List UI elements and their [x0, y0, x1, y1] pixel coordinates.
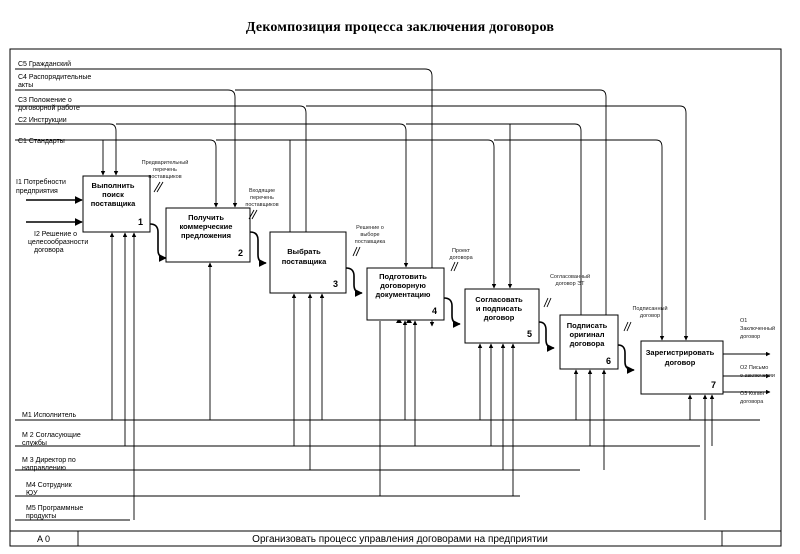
activity-2-number: 2: [238, 248, 243, 258]
control-c1-label: C1 Стандарты: [18, 138, 65, 145]
input-i2-label-2: целесообразности: [28, 238, 88, 246]
control-c3-label-1: C3 Положение о: [18, 97, 72, 104]
arrow-label-6-line-1: Подписанный: [632, 305, 667, 312]
activity-6-label-3: договора: [570, 339, 606, 348]
arrow-label-3-line-3: поставщика: [355, 239, 386, 245]
control-c2-label: C2 Инструкции: [18, 117, 67, 124]
mechanism-m3-label-2: направлению: [22, 465, 66, 472]
arrow-label-4-line-2: договора: [449, 255, 473, 261]
activity-6-label-2: оригинал: [570, 330, 605, 339]
mechanism-m2-label-2: службы: [22, 439, 47, 447]
mechanism-m2-label-1: M 2 Согласующие: [22, 432, 81, 439]
footer-node-number: A 0: [37, 534, 50, 544]
output-o1-line-3: договор: [740, 334, 760, 340]
activity-3-number: 3: [333, 279, 338, 289]
activity-4-label-2: договорную: [380, 281, 426, 290]
flow-lines: [149, 223, 771, 395]
input-i2-label-1: I2 Решение о: [34, 231, 77, 238]
activity-7-label-2: договор: [665, 358, 696, 367]
output-o2-line-1: O2 Письмо: [740, 365, 768, 371]
input-labels: I1 Потребности предприятия I2 Решение о …: [16, 178, 88, 254]
mechanism-lines: [15, 232, 760, 521]
activity-4-label-1: Подготовить: [379, 272, 427, 281]
control-c3-label-2: договорной работе: [18, 104, 80, 112]
arrow-label-1-line-2: перечень: [153, 167, 177, 173]
activity-7-label-1: Зарегистрировать: [646, 348, 715, 357]
control-c4-label-2: акты: [18, 82, 33, 89]
mechanism-m5-label-2: продукты: [26, 513, 56, 520]
activity-3-label-2: поставщика: [282, 257, 327, 266]
activity-7-number: 7: [711, 380, 716, 390]
activity-2-label-3: предложения: [181, 231, 231, 240]
activity-6-label-1: Подписать: [567, 321, 608, 330]
footer-title: Организовать процесс управления договора…: [252, 534, 548, 545]
activity-1-label-3: поставщика: [91, 199, 136, 208]
activity-2-label-1: Получить: [188, 213, 224, 222]
activity-box-6[interactable]: Подписать оригинал договора 6: [559, 314, 619, 370]
output-o1-line-2: Заключенный: [740, 325, 775, 332]
control-c4-label-1: C4 Распорядительные: [18, 74, 91, 81]
arrow-label-2-line-2: перечень: [250, 195, 274, 201]
activity-box-5[interactable]: Согласовать и подписать договор 5: [464, 288, 540, 344]
arrow-label-1-line-1: Предварительный: [142, 159, 189, 166]
output-o3-line-2: договора: [740, 399, 764, 405]
mechanism-m5-label-1: M5 Программные: [26, 505, 83, 512]
control-lines: [15, 68, 689, 365]
activity-2-label-2: коммерческие: [180, 222, 233, 231]
activity-4-label-3: документацию: [376, 290, 431, 299]
arrow-label-2-line-3: поставщиков: [245, 202, 278, 208]
output-labels: O1 Заключенный договор O2 Письмо о заклю…: [740, 318, 775, 405]
output-o3-line-1: O3 Копия: [740, 391, 764, 397]
activity-5-number: 5: [527, 329, 532, 339]
mechanism-m4-label-2: ЮУ: [26, 490, 38, 497]
arrow-label-5-line-1: Согласованный: [550, 273, 590, 280]
activity-5-label-2: и подписать: [476, 304, 523, 313]
control-labels: C5 Гражданский C4 Распорядительные акты …: [18, 60, 91, 145]
arrow-label-3-line-1: Решение о: [356, 225, 384, 231]
activity-3-label-1: Выбрать: [287, 247, 321, 256]
diagram-frame: [9, 48, 782, 547]
arrow-label-1-line-3: поставщиков: [148, 174, 181, 180]
activity-box-4[interactable]: Подготовить договорную документацию 4: [366, 267, 445, 321]
mechanism-m1-label: M1 Исполнитель: [22, 412, 76, 419]
input-i1-label-1: I1 Потребности: [16, 178, 66, 186]
mechanism-m3-label-1: M 3 Директор по: [22, 457, 76, 464]
arrow-label-6-line-2: договор: [640, 313, 660, 319]
activity-6-number: 6: [606, 356, 611, 366]
activity-box-7[interactable]: Зарегистрировать договор 7: [640, 340, 724, 395]
output-o1-line-1: O1: [740, 318, 747, 324]
activity-4-number: 4: [432, 306, 437, 316]
activity-1-number: 1: [138, 217, 143, 227]
activity-1-label-1: Выполнить: [92, 181, 135, 190]
arrow-label-3-line-2: выборе: [360, 232, 379, 238]
arrow-label-4-line-1: Проект: [452, 248, 471, 254]
mechanism-labels: M1 Исполнитель M 2 Согласующие службы M …: [22, 412, 83, 520]
input-i2-label-3: договора: [34, 247, 64, 254]
activity-5-label-1: Согласовать: [475, 295, 523, 304]
activity-1-label-2: поиск: [102, 190, 124, 199]
arrow-label-2-line-1: Входящие: [249, 188, 275, 194]
control-c5-label: C5 Гражданский: [18, 60, 71, 68]
activity-box-2[interactable]: Получить коммерческие предложения 2: [165, 207, 251, 263]
mechanism-m4-label-1: M4 Сотрудник: [26, 482, 73, 489]
output-o2-line-2: о заключении: [740, 373, 775, 379]
activity-5-label-3: договор: [484, 313, 515, 322]
activity-box-1[interactable]: Выполнить поиск поставщика 1: [82, 175, 151, 233]
page-title: Декомпозиция процесса заключения договор…: [245, 20, 555, 35]
input-i1-label-2: предприятия: [16, 188, 58, 195]
arrow-label-5-line-2: договор ЭТ: [555, 281, 585, 287]
input-lines: [26, 196, 83, 226]
arrow-labels: Предварительный перечень поставщиков Вхо…: [142, 159, 668, 332]
activity-box-3[interactable]: Выбрать поставщика 3: [269, 231, 347, 294]
